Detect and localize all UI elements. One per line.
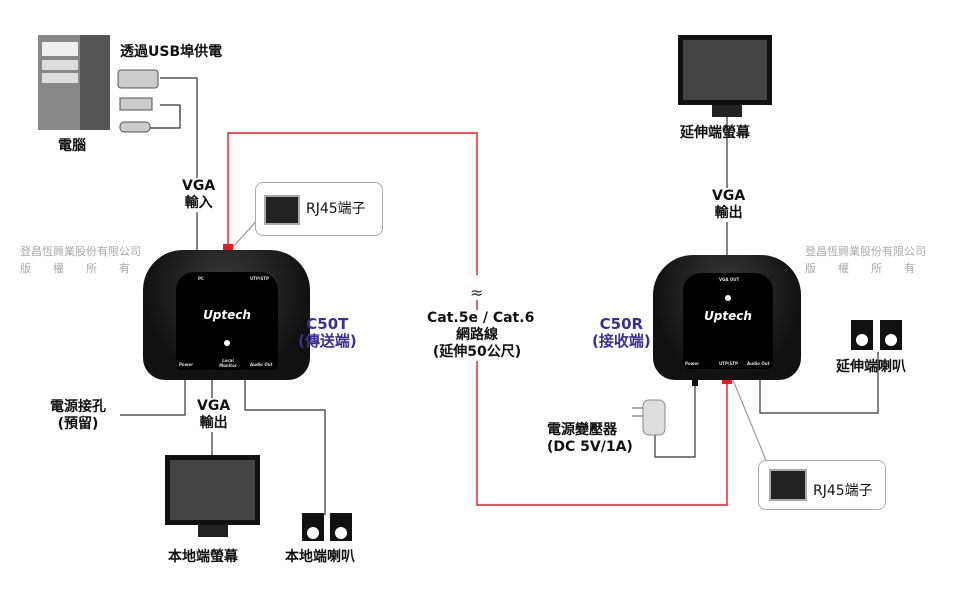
local-speaker-label: 本地端喇叭 bbox=[285, 549, 355, 565]
rj45-port-icon bbox=[264, 195, 300, 225]
network-cable bbox=[227, 132, 728, 506]
connector-icons bbox=[117, 69, 159, 133]
adapter-line bbox=[654, 378, 696, 458]
c50r-device: VGA OUT Uptech Power UTP/STP Audio Out bbox=[653, 255, 801, 380]
vga-in-line bbox=[160, 77, 198, 250]
local-monitor-icon bbox=[165, 455, 260, 537]
vga-in-label: VGA 輸入 bbox=[182, 178, 216, 212]
rj45-callout-tx: RJ45端子 bbox=[255, 182, 383, 236]
rj45-callout-rx: RJ45端子 bbox=[758, 460, 886, 510]
usb-power-label: 透過USB埠供電 bbox=[120, 44, 223, 60]
c50r-label: C50R(接收端) bbox=[592, 315, 651, 350]
power-jack-line bbox=[120, 378, 186, 416]
remote-audio-line bbox=[759, 352, 879, 414]
local-vga-out-label: VGA 輸出 bbox=[197, 398, 231, 432]
remote-speaker-icon bbox=[851, 320, 902, 350]
led-icon bbox=[224, 340, 230, 346]
rj45-port-icon bbox=[769, 469, 807, 501]
local-speaker-icon bbox=[302, 513, 352, 541]
local-monitor-label: 本地端螢幕 bbox=[168, 549, 238, 565]
watermark-left: 登昌恆興業股份有限公司版 權 所 有 bbox=[20, 245, 141, 275]
power-jack-label: 電源接孔(預留) bbox=[50, 399, 106, 432]
remote-vga-out-label: VGA 輸出 bbox=[712, 188, 746, 222]
pc-label: 電腦 bbox=[58, 138, 86, 154]
remote-monitor-icon bbox=[678, 35, 772, 117]
remote-monitor-label: 延伸端螢幕 bbox=[680, 125, 750, 141]
power-adapter-icon bbox=[632, 399, 666, 436]
watermark-right: 登昌恆興業股份有限公司版 權 所 有 bbox=[805, 245, 926, 275]
pc-tower-icon bbox=[38, 35, 110, 130]
led-icon bbox=[725, 295, 731, 301]
svg-text:≈: ≈ bbox=[470, 283, 483, 302]
c50t-label: C50T(傳送端) bbox=[298, 315, 357, 350]
c50t-device: PC UTP/STP Uptech Power Local Monitor Au… bbox=[143, 250, 310, 380]
local-audio-line bbox=[244, 378, 326, 515]
adapter-label: 電源變壓器(DC 5V/1A) bbox=[547, 422, 633, 455]
remote-speaker-label: 延伸端喇叭 bbox=[836, 359, 906, 375]
